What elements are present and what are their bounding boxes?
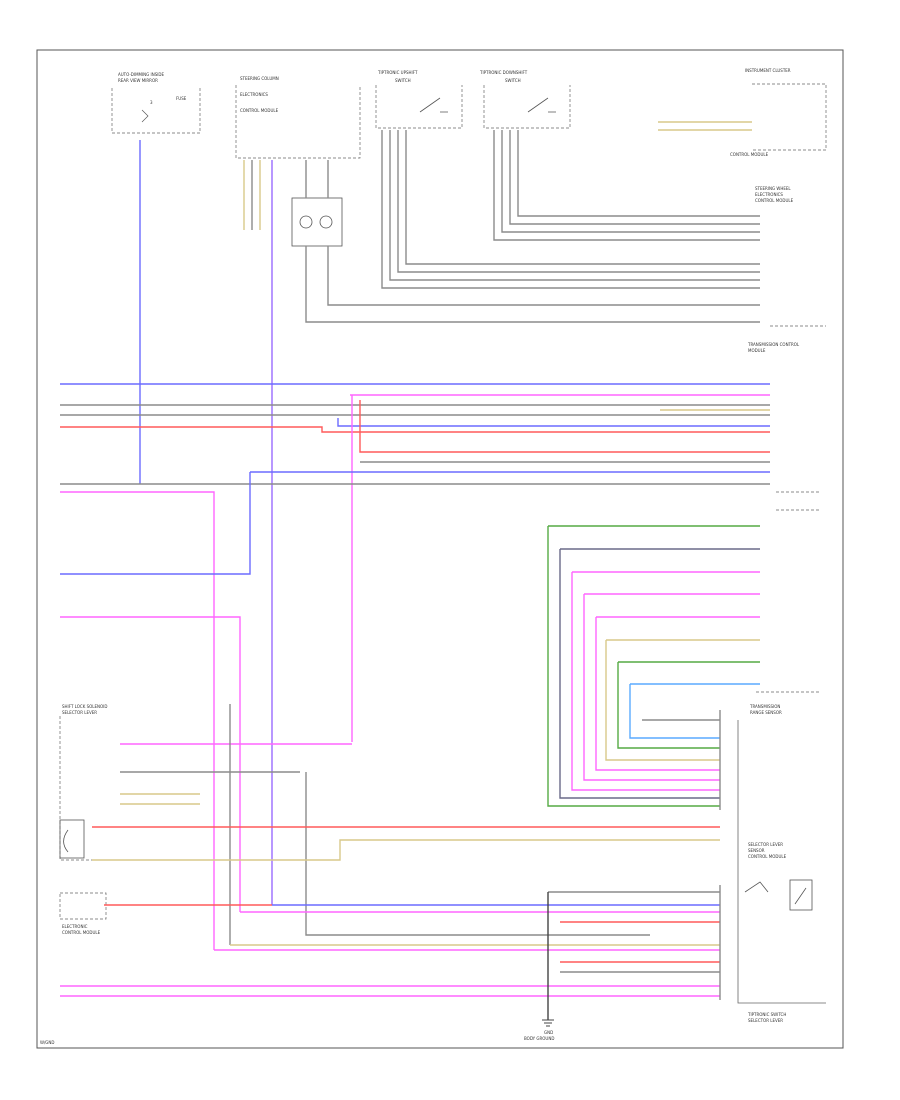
control-module-title-2: ELECTRONICS (240, 92, 268, 97)
tiptronic-downshift-switch: TIPTRONIC DOWNSHIFT SWITCH (479, 70, 571, 129)
tcm-title-2: MODULE (748, 348, 766, 353)
shift-up-title-2: SWITCH (395, 78, 411, 83)
instrument-cluster: INSTRUMENT CLUSTER CONTROL MODULE (730, 68, 827, 157)
electronic-module-title-1: ELECTRONIC (62, 924, 88, 929)
tcm-title-1: TRANSMISSION CONTROL (747, 342, 800, 347)
tiptronic-switch-title-2: SELECTOR LEVER (748, 1018, 783, 1023)
electronic-control-module: ELECTRONIC CONTROL MODULE (59, 892, 107, 935)
auto-dimming-pin: 3 (150, 100, 153, 105)
fuse-relay-box (291, 197, 343, 247)
selector-title-3: CONTROL MODULE (748, 854, 787, 859)
auto-dimming-label: FUSE (176, 96, 187, 101)
shift-up-title-1: TIPTRONIC UPSHIFT (377, 70, 418, 75)
steering-wheel-module: STEERING WHEEL ELECTRONICS CONTROL MODUL… (755, 186, 826, 327)
transmission-title-1: TRANSMISSION (749, 704, 780, 709)
body-ground: GND BODY GROUND (524, 1019, 554, 1041)
shift-lock-solenoid: SHIFT LOCK SOLENOID SELECTOR LEVER (59, 704, 130, 861)
steering-wheel-title-3: CONTROL MODULE (755, 198, 794, 203)
ground-sublabel: BODY GROUND (524, 1036, 554, 1041)
shift-lock-title-2: SELECTOR LEVER (62, 710, 97, 715)
page-ref: W/GND (40, 1040, 54, 1045)
control-module-title-1: STEERING COLUMN (240, 76, 279, 81)
shift-lock-title-1: SHIFT LOCK SOLENOID (62, 704, 107, 709)
auto-dimming-title-2: REAR VIEW MIRROR (118, 78, 158, 83)
tiptronic-upshift-switch: TIPTRONIC UPSHIFT SWITCH (375, 70, 463, 129)
selector-title-1: SELECTOR LEVER (748, 842, 783, 847)
auto-dimming-mirror: AUTO-DIMMING INSIDE REAR VIEW MIRROR 3 F… (111, 72, 201, 134)
diagram-frame (36, 49, 844, 1049)
steering-wheel-title-2: ELECTRONICS (755, 192, 783, 197)
transmission-range-sensor: TRANSMISSION RANGE SENSOR (749, 691, 820, 715)
transmission-title-2: RANGE SENSOR (750, 710, 782, 715)
ground-label: GND (544, 1030, 553, 1035)
auto-dimming-title-1: AUTO-DIMMING INSIDE (118, 72, 164, 77)
shift-down-title-1: TIPTRONIC DOWNSHIFT (479, 70, 528, 75)
instrument-cluster-title-1: INSTRUMENT CLUSTER (745, 68, 791, 73)
tiptronic-switch-title-1: TIPTRONIC SWITCH (747, 1012, 786, 1017)
instrument-cluster-title-2: CONTROL MODULE (730, 152, 769, 157)
control-module-title-3: CONTROL MODULE (240, 108, 279, 113)
shift-down-title-2: SWITCH (505, 78, 521, 83)
selector-title-2: SENSOR (748, 848, 765, 853)
selector-lever-module: SELECTOR LEVER SENSOR CONTROL MODULE TIP… (737, 720, 826, 1023)
electronic-module-title-2: CONTROL MODULE (62, 930, 101, 935)
steering-column-module: STEERING COLUMN ELECTRONICS CONTROL MODU… (235, 76, 361, 159)
transmission-control-module: TRANSMISSION CONTROL MODULE (747, 342, 820, 511)
steering-wheel-title-1: STEERING WHEEL (755, 186, 791, 191)
